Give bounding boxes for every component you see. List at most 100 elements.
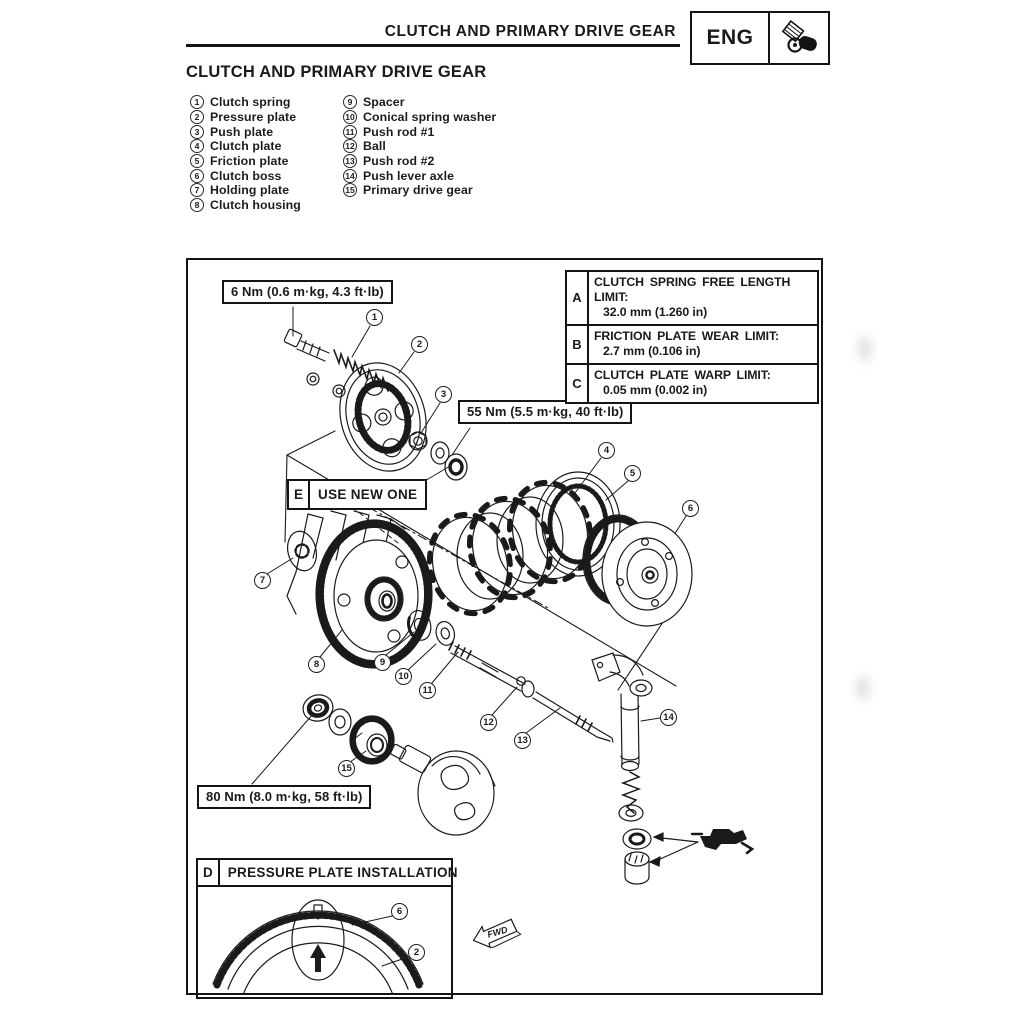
part-number-badge: 11 (343, 124, 357, 139)
part-label: Clutch spring (210, 95, 291, 110)
spec-row: C CLUTCH PLATE WARP LIMIT:0.05 mm (0.002 … (567, 362, 817, 403)
callout-2: 2 (408, 944, 425, 961)
section-title: CLUTCH AND PRIMARY DRIVE GEAR (186, 63, 487, 81)
callout-6: 6 (391, 903, 408, 920)
callout-15: 15 (338, 760, 355, 777)
part-label: Push rod #1 (363, 124, 435, 139)
part-label: Ball (363, 139, 386, 154)
part-number-badge: 9 (343, 95, 357, 110)
part-label: Primary drive gear (363, 183, 473, 198)
spec-title-line: LIMIT: (594, 289, 629, 304)
page-header-title: CLUTCH AND PRIMARY DRIVE GEAR (384, 23, 676, 40)
parts-list-item: 12 Ball (343, 139, 496, 154)
spec-row-key: B (567, 325, 589, 363)
callout-7: 7 (254, 572, 271, 589)
callout-1: 1 (366, 309, 383, 326)
scan-smudge (858, 336, 872, 362)
part-label: Pressure plate (210, 110, 297, 125)
callout-14: 14 (660, 709, 677, 726)
note-key-e: E (289, 481, 311, 508)
pressure-plate-installation-box: D PRESSURE PLATE INSTALLATION (196, 858, 458, 999)
parts-list-item: 1 Clutch spring (190, 95, 301, 110)
header-rule (186, 44, 680, 47)
callout-12: 12 (480, 714, 497, 731)
spacer-and-conical-washer (406, 609, 456, 646)
part-label: Push rod #2 (363, 154, 435, 169)
use-new-one-note: E USE NEW ONE (287, 479, 428, 510)
pressure-plate-drawing (339, 362, 427, 472)
diagram-frame (186, 258, 823, 995)
push-plate-parts (408, 431, 468, 481)
callout-6: 6 (682, 500, 699, 517)
part-number-badge: 12 (343, 139, 357, 154)
parts-list-item: 11 Push rod #1 (343, 124, 496, 139)
parts-list-item: 4 Clutch plate (190, 139, 301, 154)
callout-2: 2 (411, 336, 428, 353)
part-number-badge: 1 (190, 95, 204, 110)
eng-tab: ENG (690, 11, 830, 65)
part-label: Conical spring washer (363, 110, 497, 125)
part-number-badge: 7 (190, 183, 204, 198)
part-label: Holding plate (210, 183, 290, 198)
parts-list-item: 8 Clutch housing (190, 198, 301, 213)
note-key-d: D (198, 860, 220, 885)
callout-10: 10 (395, 668, 412, 685)
part-label: Push lever axle (363, 168, 455, 183)
callout-4: 4 (598, 442, 615, 459)
torque-label-6nm: 6 Nm (0.6 m·kg, 4.3 ft·lb) (222, 280, 393, 304)
note-label-d: PRESSURE PLATE INSTALLATION (227, 865, 458, 880)
parts-list-item: 9 Spacer (343, 95, 496, 110)
note-label-e: USE NEW ONE (318, 487, 418, 502)
part-label: Spacer (363, 95, 405, 110)
clutch-housing-drawing (286, 510, 433, 669)
spec-row-key: C (567, 364, 589, 403)
spec-title-line: CLUTCH SPRING FREE LENGTH (594, 275, 791, 289)
eng-tab-label: ENG (692, 13, 770, 63)
primary-gear-group (302, 694, 496, 836)
parts-list-item: 14 Push lever axle (343, 168, 496, 183)
part-number-badge: 8 (190, 198, 204, 213)
part-label: Clutch housing (210, 198, 301, 213)
grease-arrows (648, 832, 699, 867)
part-label: Clutch boss (210, 168, 282, 183)
callout-5: 5 (624, 465, 641, 482)
spec-value: 32.0 mm (1.260 in) (603, 304, 708, 319)
part-label: Push plate (210, 124, 274, 139)
spec-value: 2.7 mm (0.106 in) (603, 343, 701, 358)
part-label: Clutch plate (210, 139, 282, 154)
callout-13: 13 (514, 732, 531, 749)
callout-9: 9 (374, 654, 391, 671)
part-number-badge: 4 (190, 139, 204, 154)
spec-title-line: CLUTCH PLATE WARP LIMIT: (594, 367, 771, 382)
clutch-boss-drawing (582, 514, 693, 627)
part-number-badge: 3 (190, 124, 204, 139)
part-number-badge: 14 (343, 168, 357, 183)
spec-row-key: A (567, 272, 589, 324)
torque-label-80nm: 80 Nm (8.0 m·kg, 58 ft·lb) (197, 785, 372, 809)
push-rods-and-ball (448, 641, 614, 743)
clutch-plate-pack (427, 471, 621, 617)
grease-symbol-icon (690, 829, 755, 855)
part-label: Friction plate (210, 154, 289, 169)
part-number-badge: 15 (343, 183, 357, 198)
spec-value: 0.05 mm (0.002 in) (603, 382, 708, 397)
parts-list-item: 7 Holding plate (190, 183, 301, 198)
pressure-plate-installation-art (212, 899, 424, 993)
fwd-arrow: FWD (472, 918, 522, 949)
callout-11: 11 (419, 682, 436, 699)
engine-icon (770, 13, 828, 63)
callout-3: 3 (435, 386, 452, 403)
parts-list-item: 3 Push plate (190, 124, 301, 139)
